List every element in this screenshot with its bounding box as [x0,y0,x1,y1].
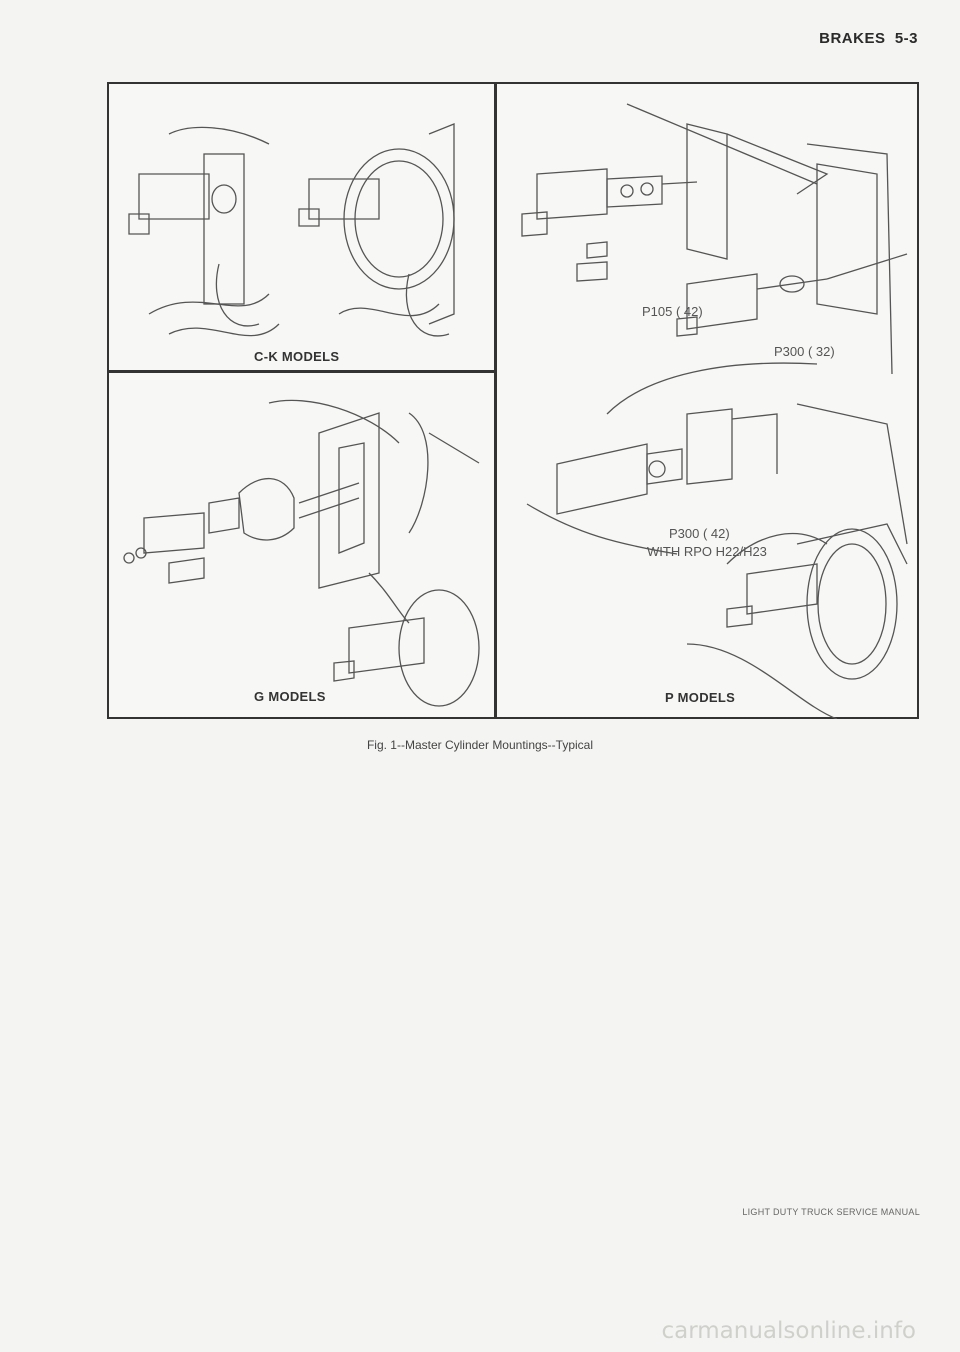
ck-models-illustration [128,123,455,337]
page-number: 5-3 [894,30,918,47]
g-models-label: G MODELS [254,689,326,704]
ck-models-label: C-K MODELS [254,349,340,364]
ck-models-panel: C-K MODELS [109,84,494,370]
p300-42-callout: P300 ( 42) [669,526,730,541]
panel-divider-horizontal [109,370,496,373]
figure-caption: Fig. 1--Master Cylinder Mountings--Typic… [366,738,594,752]
section-title: BRAKES [819,30,886,47]
g-models-illustration [123,399,480,707]
g-models-panel: G MODELS [109,373,494,719]
rpo-h22-h23-callout: WITH RPO H22/H23 [647,544,767,559]
panel-divider-vertical [494,84,497,717]
watermark: carmanualsonline.info [661,1318,916,1344]
manual-footer: LIGHT DUTY TRUCK SERVICE MANUAL [742,1207,920,1217]
p300-32-callout: P300 ( 32) [774,344,835,359]
p-models-label: P MODELS [665,690,736,705]
p-models-illustration [521,103,908,719]
p-models-panel: P105 ( 42) P300 ( 32) P300 ( 42) WITH RP… [497,84,919,719]
p105-callout: P105 ( 42) [642,304,703,319]
figure-frame: C-K MODELS [107,82,919,719]
page-header: BRAKES 5-3 [819,30,918,47]
